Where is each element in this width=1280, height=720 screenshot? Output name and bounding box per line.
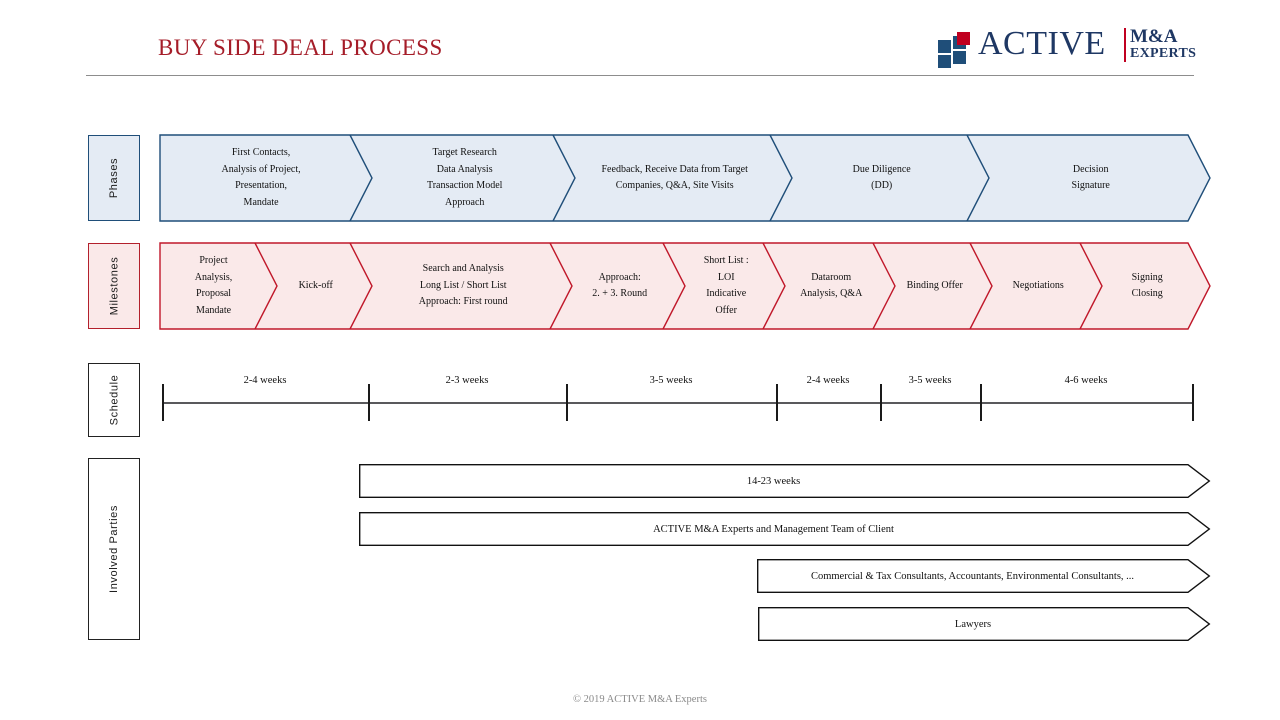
- involved-party-bar: Lawyers: [758, 607, 1211, 641]
- schedule-tick: [980, 384, 982, 421]
- footer-copyright: © 2019 ACTIVE M&A Experts: [573, 694, 707, 705]
- milestones-chevron-shapes: [159, 242, 1211, 330]
- schedule-tick: [566, 384, 568, 421]
- schedule-segment-label: 2-4 weeks: [806, 375, 850, 386]
- row-label-milestones-text: Milestones: [108, 256, 121, 316]
- schedule-segment-label: 2-3 weeks: [445, 375, 489, 386]
- schedule-segment-label: 3-5 weeks: [649, 375, 693, 386]
- schedule-segment-label: 4-6 weeks: [1064, 375, 1108, 386]
- header-divider: [86, 75, 1194, 76]
- row-label-schedule: Schedule: [88, 363, 140, 437]
- logo-mark-icon: [938, 32, 971, 68]
- involved-party-bar: ACTIVE M&A Experts and Management Team o…: [359, 512, 1211, 546]
- logo-subtext-experts: EXPERTS: [1130, 46, 1197, 61]
- row-label-schedule-text: Schedule: [108, 374, 121, 426]
- involved-party-bar-shape: [359, 464, 1211, 498]
- schedule-tick: [1192, 384, 1194, 421]
- involved-party-bar-shape: [758, 607, 1211, 641]
- schedule-segment-label: 2-4 weeks: [243, 375, 287, 386]
- schedule-timeline: 2-4 weeks 2-3 weeks 3-5 weeks 2-4 weeks 3-5 …: [160, 363, 1210, 423]
- involved-party-bar: 14-23 weeks: [359, 464, 1211, 498]
- involved-party-bar-shape: [359, 512, 1211, 546]
- row-label-involved-parties-text: Involved Parties: [108, 505, 120, 593]
- schedule-tick: [368, 384, 370, 421]
- page-header: BUY SIDE DEAL PROCESS ACTIVE M&A EXPERTS: [0, 0, 1280, 80]
- schedule-axis-line: [162, 402, 1194, 404]
- row-label-phases: Phases: [88, 135, 140, 221]
- schedule-tick: [880, 384, 882, 421]
- phases-chevron-band: First Contacts,Analysis of Project,Prese…: [159, 134, 1211, 222]
- row-label-milestones: Milestones: [88, 243, 140, 329]
- row-label-phases-text: Phases: [107, 157, 120, 199]
- involved-party-bar: Commercial & Tax Consultants, Accountant…: [757, 559, 1211, 593]
- schedule-tick: [162, 384, 164, 421]
- page-title: BUY SIDE DEAL PROCESS: [158, 35, 443, 60]
- active-ma-experts-logo: ACTIVE M&A EXPERTS: [938, 25, 1196, 68]
- logo-wordmark: ACTIVE: [978, 25, 1106, 62]
- involved-party-bar-shape: [757, 559, 1211, 593]
- logo-subtext-ma: M&A: [1130, 26, 1178, 47]
- schedule-segment-label: 3-5 weeks: [908, 375, 952, 386]
- row-label-involved-parties: Involved Parties: [88, 458, 140, 640]
- schedule-tick: [776, 384, 778, 421]
- phases-chevron-shapes: [159, 134, 1211, 222]
- logo-divider: [1124, 28, 1126, 62]
